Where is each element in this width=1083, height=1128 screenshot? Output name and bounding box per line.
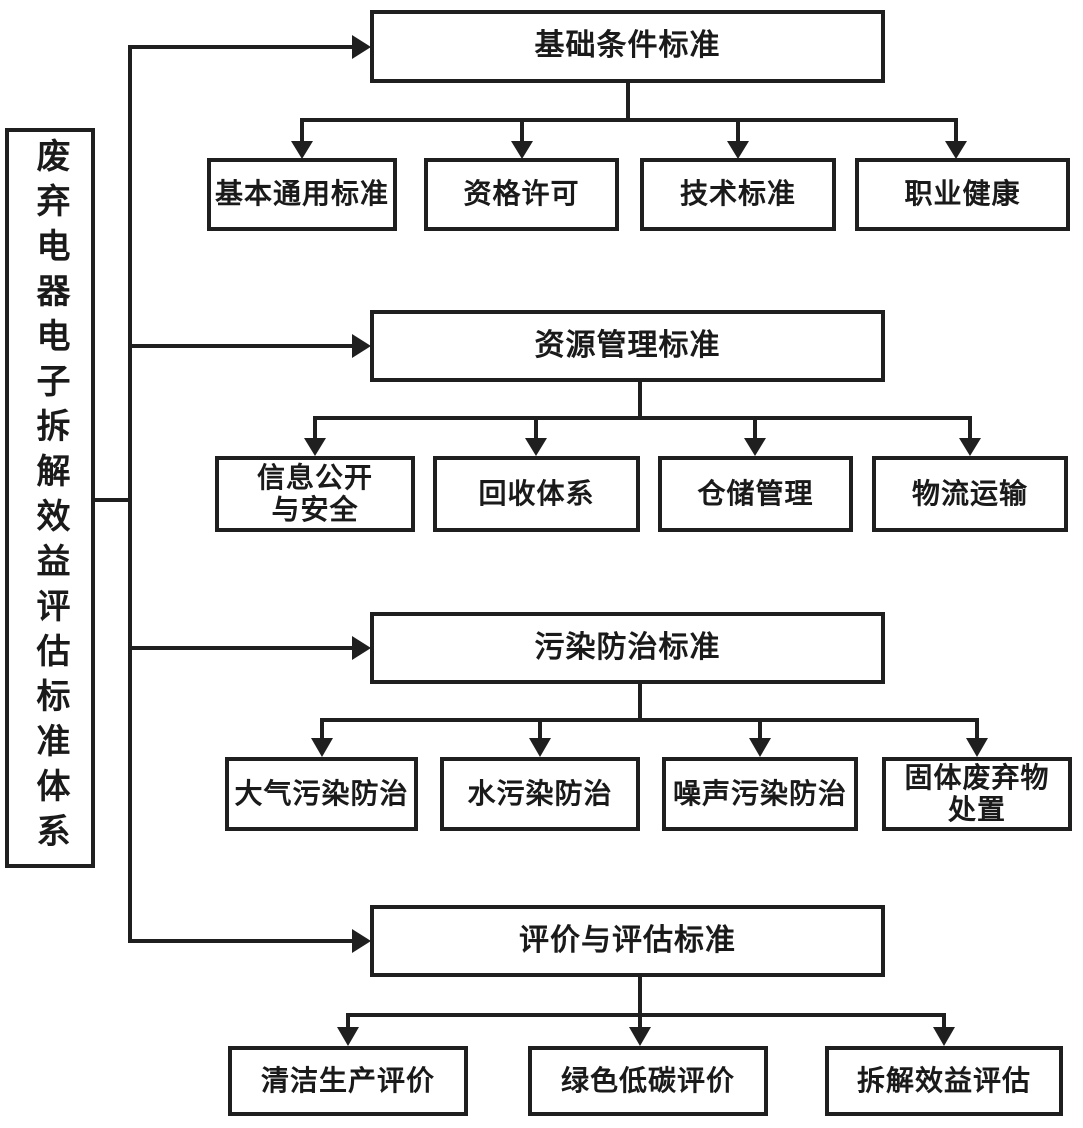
arrow-right-icon <box>352 636 371 660</box>
child-label: 资格许可 <box>463 178 580 210</box>
child-node-1-3: 技术标准 <box>640 158 836 231</box>
arrow-down-icon <box>291 141 313 159</box>
arrow-down-icon <box>337 1027 359 1046</box>
child-label: 噪声污染防治 <box>672 777 847 809</box>
arrow-down-icon <box>933 1027 955 1046</box>
child-label: 基本通用标准 <box>214 178 389 210</box>
child-node-3-1: 大气污染防治 <box>225 757 418 831</box>
arrow-down-icon <box>727 141 749 159</box>
arrow-down-icon <box>525 438 547 456</box>
child-label: 固体废弃物 处置 <box>904 761 1050 825</box>
group-label: 污染防治标准 <box>534 630 721 664</box>
child-label: 信息公开 与安全 <box>256 461 373 525</box>
group-label: 资源管理标准 <box>534 328 721 362</box>
arrow-down-icon <box>945 141 967 159</box>
child-label: 拆解效益评估 <box>856 1064 1031 1096</box>
group-node-4: 评价与评估标准 <box>370 905 885 977</box>
child-node-4-1: 清洁生产评价 <box>228 1046 468 1116</box>
child-node-2-1: 信息公开 与安全 <box>215 456 415 532</box>
child-node-4-3: 拆解效益评估 <box>825 1046 1063 1116</box>
child-label: 清洁生产评价 <box>260 1064 435 1096</box>
child-label: 职业健康 <box>904 178 1021 210</box>
arrow-right-icon <box>352 334 371 358</box>
child-label: 物流运输 <box>911 477 1028 509</box>
root-node: 废弃电器电子拆解效益评估标准体系 <box>5 128 95 868</box>
child-node-3-3: 噪声污染防治 <box>662 757 858 831</box>
child-node-1-4: 职业健康 <box>855 158 1070 231</box>
arrow-right-icon <box>352 35 371 59</box>
child-node-1-1: 基本通用标准 <box>207 158 397 231</box>
child-node-2-4: 物流运输 <box>872 456 1068 532</box>
arrow-down-icon <box>529 738 551 757</box>
group-node-1: 基础条件标准 <box>370 10 885 83</box>
child-label: 回收体系 <box>478 477 595 509</box>
arrow-right-icon <box>352 929 371 953</box>
child-node-2-3: 仓储管理 <box>658 456 853 532</box>
child-label: 技术标准 <box>679 178 796 210</box>
root-label: 废弃电器电子拆解效益评估标准体系 <box>31 138 69 858</box>
child-node-1-2: 资格许可 <box>424 158 619 231</box>
group-node-3: 污染防治标准 <box>370 612 885 684</box>
arrow-down-icon <box>744 438 766 456</box>
group-node-2: 资源管理标准 <box>370 310 885 382</box>
child-label: 水污染防治 <box>467 777 613 809</box>
child-node-3-4: 固体废弃物 处置 <box>882 757 1072 831</box>
arrow-down-icon <box>749 738 771 757</box>
group-label: 基础条件标准 <box>534 29 721 63</box>
arrow-down-icon <box>311 738 333 757</box>
arrow-down-icon <box>511 141 533 159</box>
child-label: 仓储管理 <box>697 477 814 509</box>
arrow-down-icon <box>629 1027 651 1046</box>
child-node-2-2: 回收体系 <box>433 456 640 532</box>
child-label: 大气污染防治 <box>234 777 409 809</box>
arrow-down-icon <box>304 438 326 456</box>
arrow-down-icon <box>959 438 981 456</box>
child-label: 绿色低碳评价 <box>560 1064 735 1096</box>
child-node-3-2: 水污染防治 <box>440 757 640 831</box>
child-node-4-2: 绿色低碳评价 <box>528 1046 768 1116</box>
group-label: 评价与评估标准 <box>519 923 736 957</box>
arrow-down-icon <box>966 738 988 757</box>
